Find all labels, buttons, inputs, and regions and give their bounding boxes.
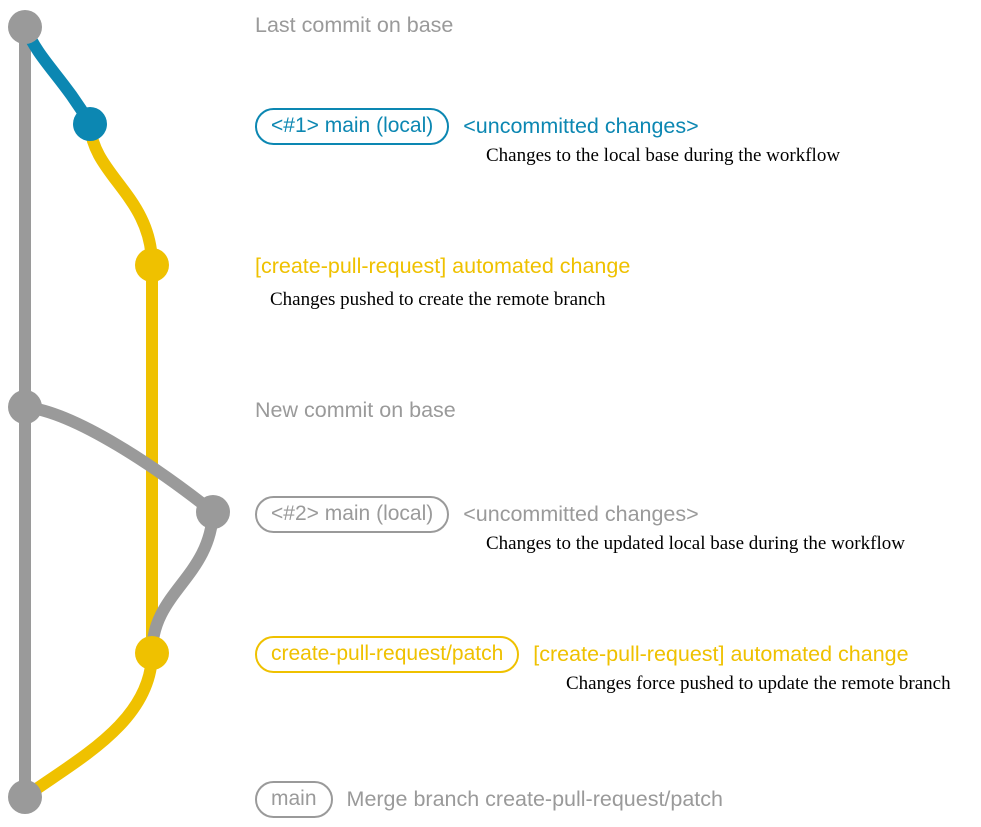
commit-node-base-new [8,390,42,424]
step-patch-branch: create-pull-request/patch [create-pull-r… [255,636,909,674]
label-uncommitted-changes-2: <uncommitted changes> [463,502,699,526]
step-local-1: <#1> main (local) <uncommitted changes> [255,108,699,146]
step-merge: main Merge branch create-pull-request/pa… [255,781,723,819]
label-new-commit-on-base: New commit on base [255,398,456,422]
badge-create-pull-request-patch[interactable]: create-pull-request/patch [255,636,520,674]
edge-base2-to-local2 [19,401,219,518]
git-branch-graph [8,10,230,814]
badge-main-local-2[interactable]: <#2> main (local) [255,496,450,534]
label-automated-change-1: [create-pull-request] automated change [255,254,631,278]
badge-main[interactable]: main [255,781,333,819]
commit-node-local-2 [196,495,230,529]
subtext-local-1: Changes to the local base during the wor… [486,145,841,166]
step-local-2: <#2> main (local) <uncommitted changes> [255,496,699,534]
commit-node-local-1 [73,107,107,141]
label-merge-branch: Merge branch create-pull-request/patch [346,787,723,811]
label-uncommitted-changes-1: <uncommitted changes> [463,114,699,138]
commit-node-patch-1 [135,248,169,282]
edge-local2-to-patch2 [146,506,219,659]
commit-node-patch-2 [135,636,169,670]
subtext-automated-change-1: Changes pushed to create the remote bran… [270,289,606,310]
label-automated-change-2: [create-pull-request] automated change [533,642,909,666]
edge-local1-to-patch1 [84,118,158,271]
subtext-automated-change-2: Changes force pushed to update the remot… [566,673,951,694]
label-last-commit-on-base: Last commit on base [255,13,454,37]
edge-patch2-to-merge [19,647,158,803]
commit-node-base-last [8,10,42,44]
graph-nodes [8,10,230,814]
subtext-local-2: Changes to the updated local base during… [486,533,905,554]
badge-main-local-1[interactable]: <#1> main (local) [255,108,450,146]
commit-node-merge [8,780,42,814]
